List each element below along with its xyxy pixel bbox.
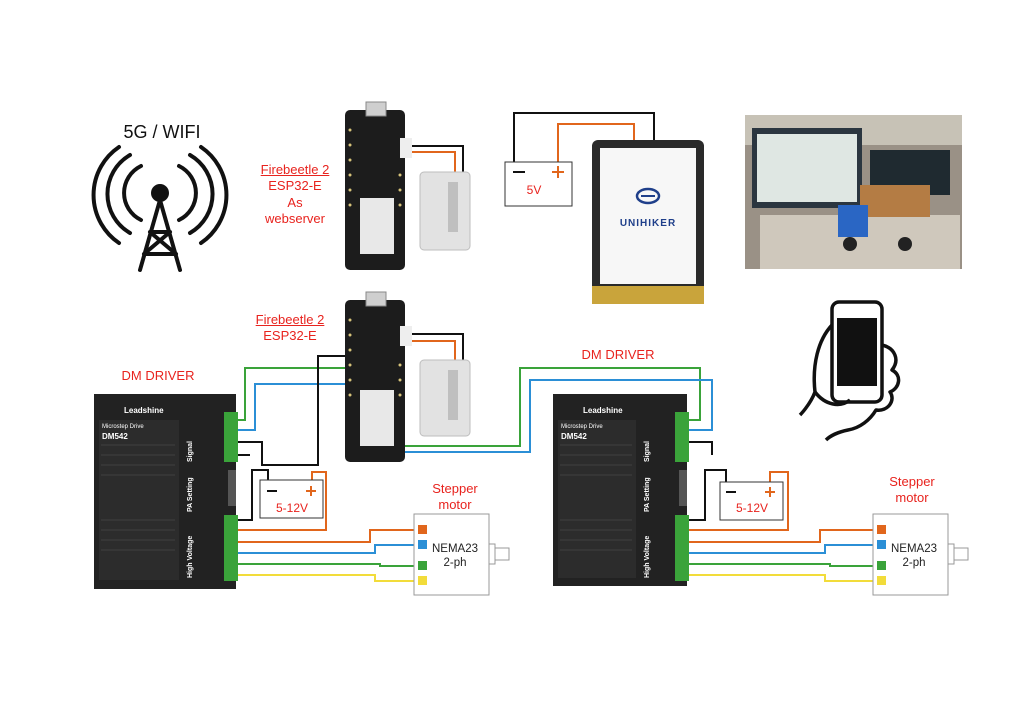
supply-right-label: 5-12V (736, 501, 768, 515)
dm542-driver-left (94, 394, 238, 589)
supply-5v-label: 5V (527, 183, 542, 197)
motor-left-line2: 2-ph (443, 557, 466, 569)
unihiker-board (592, 140, 704, 304)
driver-left-model: DM542 (102, 432, 128, 441)
driver-right-sub: Microstep Drive (561, 424, 603, 430)
motor-left-title: Stepper motor (420, 481, 490, 514)
esp-top-line1: Firebeetle 2 (260, 162, 330, 177)
motor-right-title1: Stepper (889, 474, 935, 489)
esp32-board-bottom (345, 291, 412, 462)
motor-right-line2: 2-ph (902, 557, 925, 569)
motor-right-line1: NEMA23 (891, 543, 937, 555)
dm542-driver-right (553, 394, 689, 586)
driver-right-pa-label: PA Setting (644, 477, 651, 512)
driver-right-signal-label: Signal (644, 441, 651, 462)
esp-top-line3: As (287, 194, 303, 210)
power-supply-right (719, 481, 784, 521)
driver-left-hv-label: High Voltage (187, 536, 194, 578)
unihiker-logo-text: UNIHIKER (620, 218, 676, 229)
driver-left-brand: Leadshine (124, 406, 164, 415)
driver-left-title: DM DRIVER (121, 368, 195, 383)
network-label: 5G / WIFI (123, 122, 201, 142)
motor-left-title2: motor (438, 497, 472, 513)
battery-bottom (419, 359, 471, 437)
power-supply-5v (504, 161, 573, 207)
esp-top-label: Firebeetle 2 ESP32-E As webserver (250, 162, 340, 227)
motor-right-title: Stepper motor (877, 474, 947, 507)
motor-left-line1: NEMA23 (432, 543, 478, 555)
driver-left-sub: Microstep Drive (102, 424, 144, 430)
stepper-motor-right (872, 513, 969, 596)
stepper-motor-left (413, 513, 510, 596)
motor-right-title2: motor (895, 490, 929, 506)
cell-tower-icon (91, 145, 229, 272)
smartphone-hand-icon (798, 300, 901, 442)
driver-right-title: DM DRIVER (581, 347, 655, 362)
esp-bottom-label: Firebeetle 2 ESP32-E (245, 312, 335, 345)
power-supply-left (259, 479, 324, 519)
supply-left-label: 5-12V (276, 501, 308, 515)
esp-bottom-line1: Firebeetle 2 (255, 312, 325, 327)
esp-top-line2: ESP32-E (268, 178, 322, 194)
driver-right-model: DM542 (561, 432, 587, 441)
battery-top (419, 171, 471, 251)
motor-left-title1: Stepper (432, 481, 478, 496)
wires (237, 112, 877, 582)
demo-photo (745, 115, 962, 269)
esp32-board-top (345, 101, 412, 270)
driver-right-brand: Leadshine (583, 406, 623, 415)
driver-left-signal-label: Signal (187, 441, 194, 462)
esp-bottom-line2: ESP32-E (263, 328, 317, 344)
driver-left-pa-label: PA Setting (187, 477, 194, 512)
esp-top-line4: webserver (265, 210, 325, 226)
driver-right-hv-label: High Voltage (644, 536, 651, 578)
